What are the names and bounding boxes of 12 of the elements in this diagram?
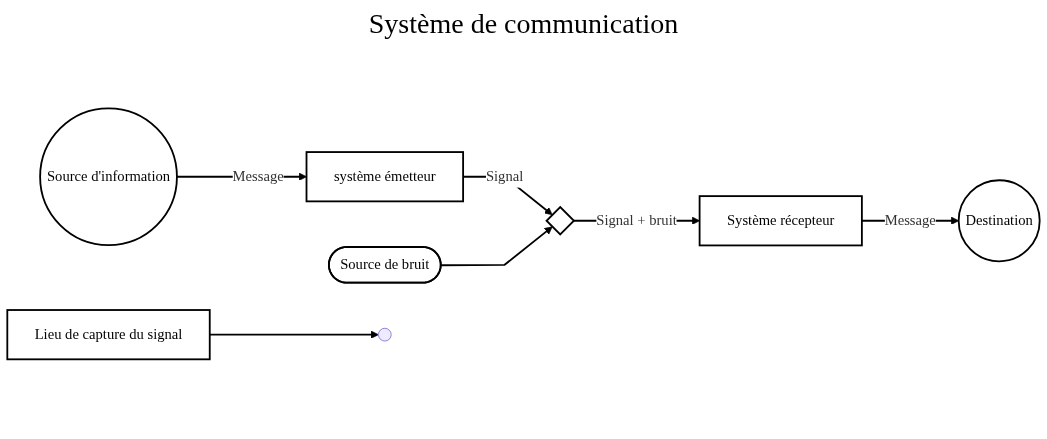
- node-diamond: [545, 205, 576, 236]
- edge-label: Message: [232, 168, 284, 185]
- arrow: [440, 226, 553, 267]
- node-box: Lieu de capture du signal: [6, 309, 211, 361]
- node-box: Système récepteur: [698, 195, 863, 247]
- diagram-title: Système de communication: [367, 8, 680, 40]
- node-circle: Source d'information: [39, 107, 178, 247]
- node-circle: Destination: [957, 179, 1041, 263]
- edge-label: Signal: [485, 168, 524, 185]
- edge-label: Signal + bruit: [596, 212, 677, 229]
- node-box: système émetteur: [305, 151, 465, 203]
- edge-label: Message: [884, 212, 936, 229]
